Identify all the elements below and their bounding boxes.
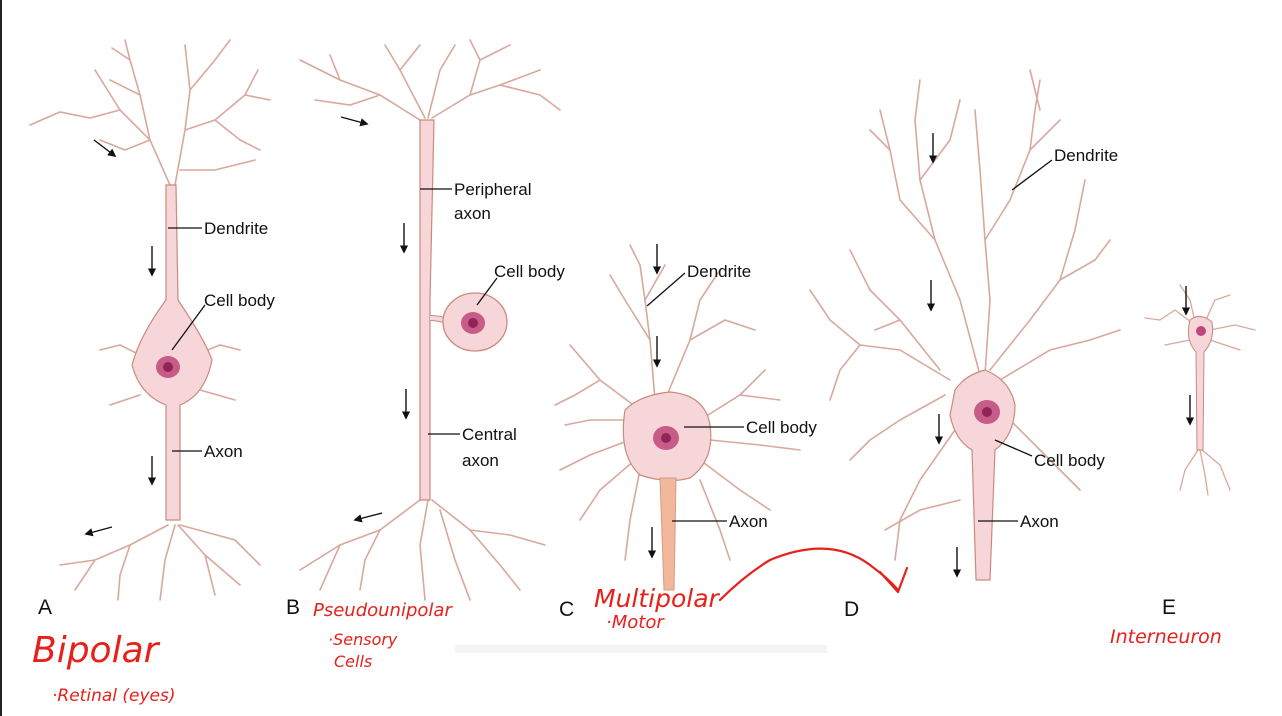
label-b-peripheral-axon-1: Peripheral	[454, 180, 532, 199]
handwritten-curved-arrow	[718, 547, 900, 602]
neuron-e-body	[1188, 316, 1214, 451]
label-leader-lines	[168, 159, 1053, 522]
label-b-central-axon-1: Central	[462, 425, 517, 444]
annotation-interneuron: Interneuron	[1110, 626, 1222, 648]
label-a-axon: Axon	[204, 442, 243, 461]
neuron-e-nucleus	[1196, 326, 1206, 336]
annotation-cells: Cells	[334, 652, 373, 671]
label-b-cell-body: Cell body	[494, 262, 565, 281]
neuron-c	[554, 244, 801, 561]
neuron-a-body	[131, 184, 213, 521]
label-c-cell-body: Cell body	[746, 418, 817, 437]
panel-letter-a: A	[38, 596, 53, 619]
neuron-e	[1144, 284, 1256, 496]
panel-letter-d: D	[844, 598, 860, 621]
signal-direction-arrows	[84, 116, 1195, 578]
label-b-central-axon-2: axon	[462, 451, 499, 470]
label-c-dendrite: Dendrite	[687, 262, 752, 281]
neuron-d-body	[949, 369, 1016, 581]
label-d-dendrite: Dendrite	[1054, 146, 1119, 165]
neuron-d	[809, 69, 1121, 561]
label-a-cell-body: Cell body	[204, 291, 275, 310]
label-d-cell-body: Cell body	[1034, 451, 1105, 470]
annotation-bipolar: Bipolar	[32, 630, 159, 671]
annotation-motor: ·Motor	[606, 612, 664, 633]
annotation-sensory: ·Sensory	[328, 630, 398, 649]
neuron-b	[299, 39, 561, 601]
neuron-a	[29, 39, 271, 601]
label-b-peripheral-axon-2: axon	[454, 204, 491, 223]
neuron-c-axon	[659, 477, 677, 591]
label-a-dendrite: Dendrite	[204, 219, 269, 238]
panel-letter-c: C	[559, 598, 575, 621]
annotation-multipolar: Multipolar	[594, 584, 719, 613]
label-d-axon: Axon	[1020, 512, 1059, 531]
annotation-retinal: ·Retinal (eyes)	[52, 686, 176, 706]
annotation-pseudounipolar: Pseudounipolar	[313, 600, 452, 621]
label-c-axon: Axon	[729, 512, 768, 531]
panel-letter-b: B	[286, 596, 301, 619]
panel-letter-e: E	[1162, 596, 1177, 619]
neuron-b-axon	[419, 119, 435, 501]
faint-divider	[455, 645, 827, 653]
